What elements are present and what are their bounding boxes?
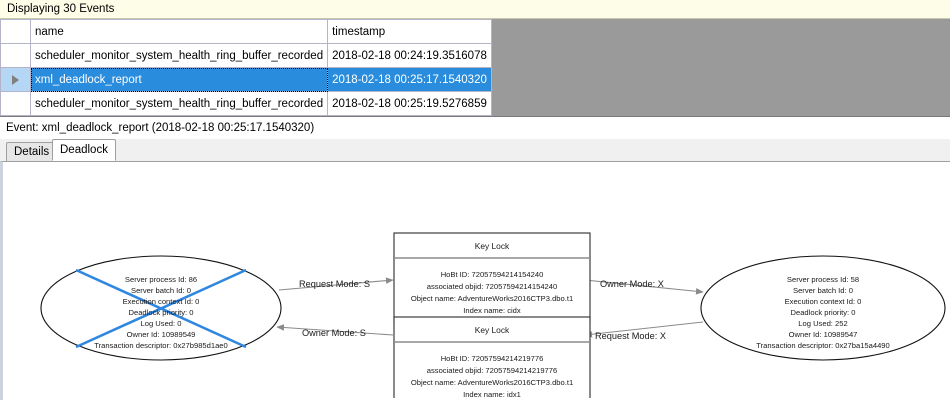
resource-bottom-line-2: Object name: AdventureWorks2016CTP3.dbo.… — [411, 378, 573, 387]
resource-node-keylock-top[interactable]: Key Lock HoBt ID: 72057594214154240 asso… — [393, 232, 591, 324]
resource-top-line-3: Index name: cidx — [463, 306, 521, 315]
table-header-row: name timestamp — [0, 19, 492, 44]
events-grid[interactable]: name timestamp scheduler_monitor_system_… — [0, 19, 950, 117]
survivor-line-6: Transaction descriptor: 0x27ba15a4490 — [756, 341, 890, 350]
victim-line-2: Execution context Id: 0 — [123, 297, 200, 306]
resource-top-line-1: associated objid: 72057594214154240 — [427, 282, 557, 291]
process-node-victim[interactable]: Server process Id: 86 Server batch Id: 0… — [40, 255, 282, 361]
survivor-line-2: Execution context Id: 0 — [785, 297, 862, 306]
resource-top-line-2: Object name: AdventureWorks2016CTP3.dbo.… — [411, 294, 573, 303]
survivor-line-4: Log Used: 252 — [798, 319, 847, 328]
row-selector-cell[interactable] — [0, 91, 31, 116]
resource-bottom-line-3: Index name: idx1 — [463, 390, 521, 398]
row-selector-cell-active[interactable] — [0, 67, 31, 92]
victim-line-5: Owner Id: 10989549 — [127, 330, 196, 339]
victim-line-1: Server batch Id: 0 — [131, 286, 191, 295]
resource-bottom-line-1: associated objid: 72057594214219776 — [427, 366, 557, 375]
edge-label-request-mode-x: Request Mode: X — [595, 331, 666, 341]
resource-top-title: Key Lock — [475, 241, 510, 251]
edge-other-request-bottom — [584, 321, 704, 338]
edge-victim-request-top — [278, 277, 394, 291]
events-count-banner: Displaying 30 Events — [0, 0, 950, 19]
survivor-line-0: Server process Id: 58 — [787, 275, 859, 284]
edge-top-owner-other — [584, 279, 704, 295]
process-node-survivor[interactable]: Server process Id: 58 Server batch Id: 0… — [700, 255, 946, 361]
cell-timestamp[interactable]: 2018-02-18 00:25:19.5276859 — [327, 91, 492, 116]
table-row[interactable]: scheduler_monitor_system_health_ring_buf… — [0, 43, 492, 68]
survivor-line-5: Owner Id: 10989547 — [789, 330, 858, 339]
events-table[interactable]: name timestamp scheduler_monitor_system_… — [0, 19, 492, 116]
event-detail-header: Event: xml_deadlock_report (2018-02-18 0… — [0, 118, 950, 138]
column-header-timestamp[interactable]: timestamp — [327, 19, 492, 44]
tab-deadlock[interactable]: Deadlock — [52, 139, 116, 161]
cell-timestamp[interactable]: 2018-02-18 00:24:19.3516078 — [327, 43, 492, 68]
victim-line-4: Log Used: 0 — [141, 319, 182, 328]
resource-top-line-0: HoBt ID: 72057594214154240 — [441, 270, 544, 279]
cell-timestamp[interactable]: 2018-02-18 00:25:17.1540320 — [327, 67, 492, 92]
column-header-selector — [0, 19, 31, 44]
table-row-selected[interactable]: xml_deadlock_report 2018-02-18 00:25:17.… — [0, 67, 492, 92]
table-row[interactable]: scheduler_monitor_system_health_ring_buf… — [0, 91, 492, 116]
edge-label-owner-mode-x: Owner Mode: X — [600, 279, 664, 289]
resource-bottom-line-0: HoBt ID: 72057594214219776 — [441, 354, 544, 363]
column-header-name[interactable]: name — [29, 19, 329, 44]
edge-label-owner-mode-s: Owner Mode: S — [302, 328, 366, 338]
edge-label-request-mode-s: Request Mode: S — [299, 279, 370, 289]
resource-node-keylock-bottom[interactable]: Key Lock HoBt ID: 72057594214219776 asso… — [393, 316, 591, 398]
survivor-line-1: Server batch Id: 0 — [793, 286, 853, 295]
victim-line-0: Server process Id: 86 — [125, 275, 197, 284]
victim-line-6: Transaction descriptor: 0x27b985d1ae0 — [94, 341, 228, 350]
cell-name[interactable]: xml_deadlock_report — [29, 67, 329, 92]
tab-strip: Details Deadlock — [0, 139, 950, 161]
cell-name[interactable]: scheduler_monitor_system_health_ring_buf… — [29, 43, 329, 68]
current-row-arrow-icon — [12, 74, 19, 85]
resource-bottom-title: Key Lock — [475, 325, 510, 335]
victim-line-3: Deadlock priority: 0 — [129, 308, 194, 317]
row-selector-cell[interactable] — [0, 43, 31, 68]
deadlock-graph-canvas[interactable]: Server process Id: 86 Server batch Id: 0… — [0, 161, 950, 400]
victim-cross-marker-icon — [75, 268, 247, 349]
tab-details[interactable]: Details — [6, 142, 58, 161]
survivor-line-3: Deadlock priority: 0 — [791, 308, 856, 317]
edge-bottom-owner-victim — [276, 324, 394, 336]
cell-name[interactable]: scheduler_monitor_system_health_ring_buf… — [29, 91, 329, 116]
